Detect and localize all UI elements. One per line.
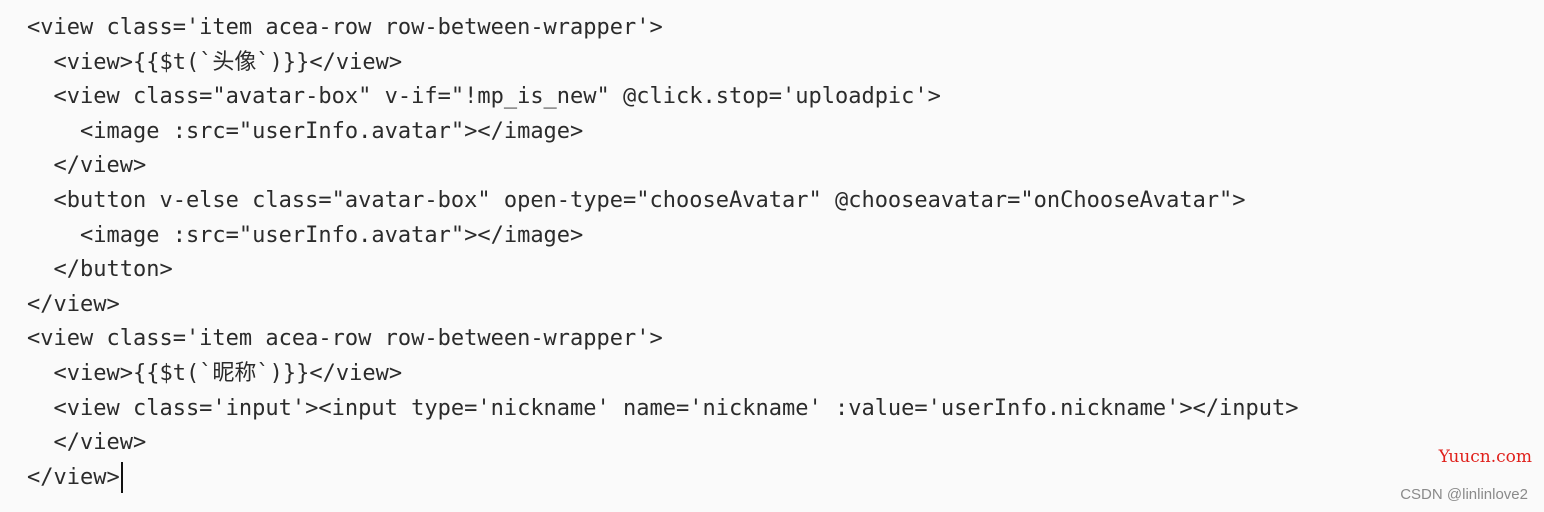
code-line-2-text: <view>{{$t(`头像`)}}</view> (27, 49, 403, 75)
code-line-11: <view>{{$t(`昵称`)}}</view> (27, 357, 1299, 392)
code-line-4-text: <image :src="userInfo.avatar"></image> (27, 118, 584, 144)
code-line-3-text: <view class="avatar-box" v-if="!mp_is_ne… (27, 84, 941, 110)
code-line-11-text: <view>{{$t(`昵称`)}}</view> (27, 360, 403, 386)
code-line-9: </view> (27, 288, 1299, 323)
code-line-6: <button v-else class="avatar-box" open-t… (27, 184, 1299, 219)
code-line-10: <view class='item acea-row row-between-w… (27, 322, 1299, 357)
code-line-13-text: </view> (27, 430, 147, 456)
code-line-13: </view> (27, 426, 1299, 461)
code-line-7-text: <image :src="userInfo.avatar"></image> (27, 222, 584, 248)
text-cursor (120, 462, 123, 494)
code-line-6-text: <button v-else class="avatar-box" open-t… (27, 187, 1246, 213)
code-line-9-text: </view> (27, 291, 120, 317)
code-line-7: <image :src="userInfo.avatar"></image> (27, 219, 1299, 254)
code-line-2: <view>{{$t(`头像`)}}</view> (27, 46, 1299, 81)
code-line-3: <view class="avatar-box" v-if="!mp_is_ne… (27, 80, 1299, 115)
site-watermark: Yuucn.com (1438, 447, 1532, 467)
code-line-14-text: </view> (27, 464, 120, 490)
code-line-5: </view> (27, 149, 1299, 184)
code-line-12: <view class='input'><input type='nicknam… (27, 392, 1299, 427)
code-line-8-text: </button> (27, 257, 173, 283)
code-line-4: <image :src="userInfo.avatar"></image> (27, 115, 1299, 150)
code-block[interactable]: <view class='item acea-row row-between-w… (27, 11, 1299, 495)
code-line-10-text: <view class='item acea-row row-between-w… (27, 326, 663, 352)
author-watermark: CSDN @linlinlove2 (1400, 486, 1528, 503)
code-line-1: <view class='item acea-row row-between-w… (27, 11, 1299, 46)
code-line-1-text: <view class='item acea-row row-between-w… (27, 15, 663, 40)
code-line-5-text: </view> (27, 153, 147, 179)
code-line-8: </button> (27, 253, 1299, 288)
code-line-12-text: <view class='input'><input type='nicknam… (27, 395, 1299, 421)
code-line-14: </view> (27, 461, 1299, 496)
